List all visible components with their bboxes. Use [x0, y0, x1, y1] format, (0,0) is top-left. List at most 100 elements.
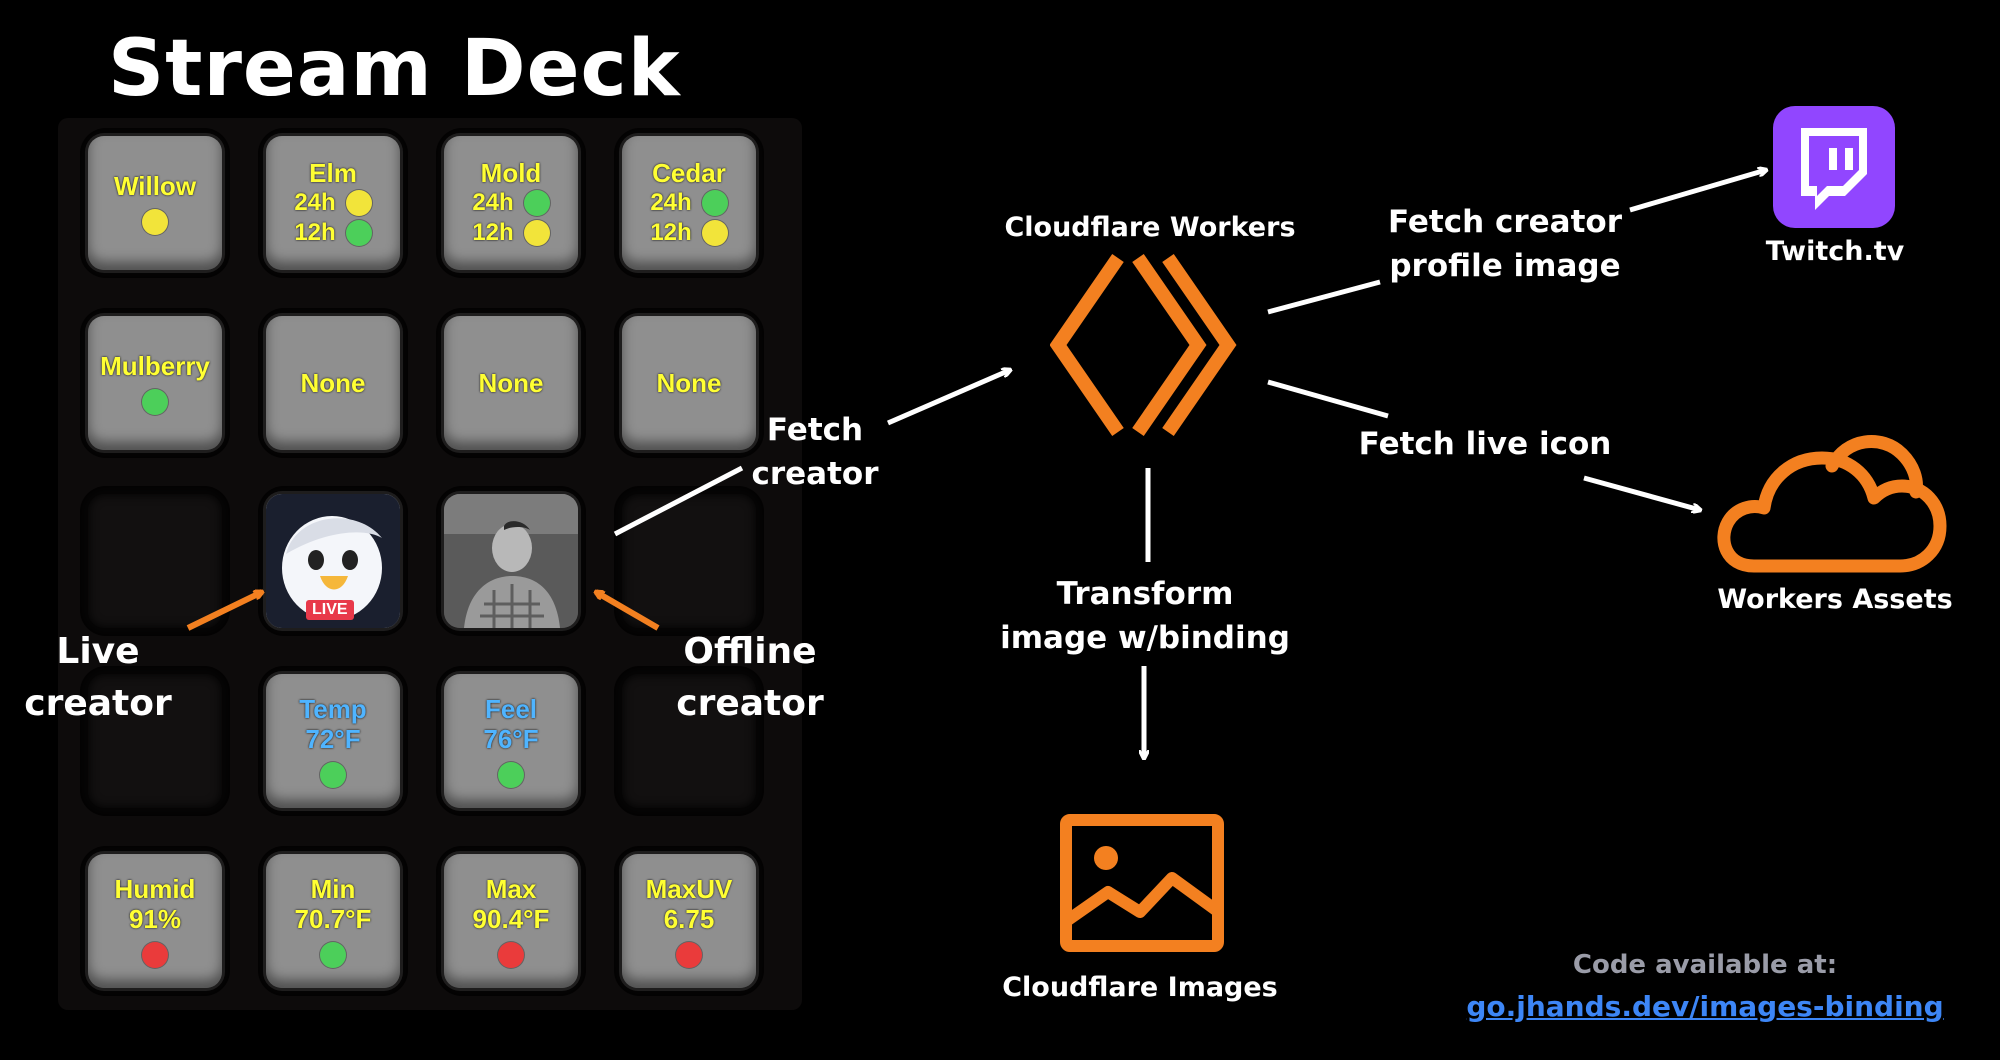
key-row-label: 12h [650, 219, 692, 246]
key-well [614, 486, 764, 636]
key-none2[interactable]: None [444, 316, 578, 450]
creator-photo-icon [444, 494, 578, 628]
status-dot [142, 389, 168, 415]
arrow-workers-to-profile [1267, 279, 1381, 315]
key-title: Willow [113, 171, 197, 201]
key-value: 76°F [483, 724, 539, 754]
arrow-liveicon-to-assets [1583, 475, 1700, 510]
key-title: MaxUV [645, 874, 733, 904]
key-well [80, 666, 230, 816]
key-blank3[interactable] [88, 674, 222, 808]
twitch-icon [1801, 128, 1867, 210]
key-title: Cedar [652, 158, 726, 188]
offline-creator-text: Offline creator [676, 631, 824, 724]
key-value: 90.4°F [472, 904, 550, 934]
key-value: 6.75 [663, 904, 715, 934]
transform-text: Transform image w/binding [1000, 576, 1290, 656]
key-well: None [258, 308, 408, 458]
key-blank4[interactable] [622, 674, 756, 808]
key-row: 24h [294, 188, 372, 218]
key-title: None [478, 368, 544, 398]
cloudflare-workers-icon [1050, 254, 1237, 436]
status-dot [676, 942, 702, 968]
status-dot [523, 190, 550, 216]
key-blank1[interactable] [88, 494, 222, 628]
key-title: Mulberry [100, 351, 210, 381]
fetch-live-icon-label: Fetch live icon [1358, 426, 1612, 462]
arrow-live-creator [186, 589, 262, 631]
status-dot [701, 190, 728, 216]
status-dot [498, 762, 524, 788]
arrow-offline-to-fetch [613, 465, 744, 537]
key-title: Max [485, 874, 537, 904]
key-title: Elm [309, 158, 357, 188]
code-link[interactable]: go.jhands.dev/images-binding [1466, 990, 1944, 1023]
twitch-logo [1773, 106, 1895, 228]
status-dot [345, 190, 372, 216]
key-well: None [614, 308, 764, 458]
code-label: Code available at: [1572, 950, 1838, 980]
key-value: 70.7°F [294, 904, 372, 934]
key-title: None [300, 368, 366, 398]
key-offline-creator[interactable] [444, 494, 578, 628]
status-dot [320, 942, 346, 968]
key-row-label: 24h [294, 189, 336, 216]
fetch-profile-text: Fetch creator profile image [1387, 204, 1622, 284]
assets-label: Workers Assets [1717, 584, 1953, 615]
key-title: Mold [480, 158, 542, 188]
image-icon [1060, 814, 1224, 952]
status-dot [701, 220, 728, 246]
key-well [80, 486, 230, 636]
key-row-label: 24h [472, 189, 514, 216]
arrow-offline-creator [596, 592, 660, 631]
key-well: LIVE [258, 486, 408, 636]
key-value: 72°F [305, 724, 361, 754]
key-title: None [656, 368, 722, 398]
live-creator-label: Live creator [8, 626, 188, 730]
key-row: 12h [472, 218, 550, 248]
key-title: Feel [484, 694, 538, 724]
offline-creator-label: Offline creator [650, 626, 850, 730]
arrow-workers-to-liveicon [1267, 379, 1389, 419]
key-row: 12h [294, 218, 372, 248]
live-badge: LIVE [306, 600, 354, 620]
key-row-label: 12h [294, 219, 336, 246]
key-live-creator[interactable]: LIVE [266, 494, 400, 628]
arrow-profile-to-twitch [1629, 170, 1766, 213]
images-label: Cloudflare Images [1002, 972, 1278, 1003]
key-none3[interactable]: None [622, 316, 756, 450]
twitch-label: Twitch.tv [1765, 236, 1905, 267]
key-row-label: 24h [650, 189, 692, 216]
key-row: 24h [650, 188, 728, 218]
cloud-icon [1717, 435, 1947, 573]
key-none1[interactable]: None [266, 316, 400, 450]
key-well [436, 486, 586, 636]
key-well: Mulberry [80, 308, 230, 458]
status-dot [523, 220, 550, 246]
key-willow[interactable]: Willow [88, 136, 222, 270]
fetch-creator-text: Fetch creator [751, 412, 879, 492]
status-dot [142, 942, 168, 968]
key-well: None [436, 308, 586, 458]
key-mulberry[interactable]: Mulberry [88, 316, 222, 450]
fetch-profile-label: Fetch creator profile image [1370, 200, 1640, 288]
